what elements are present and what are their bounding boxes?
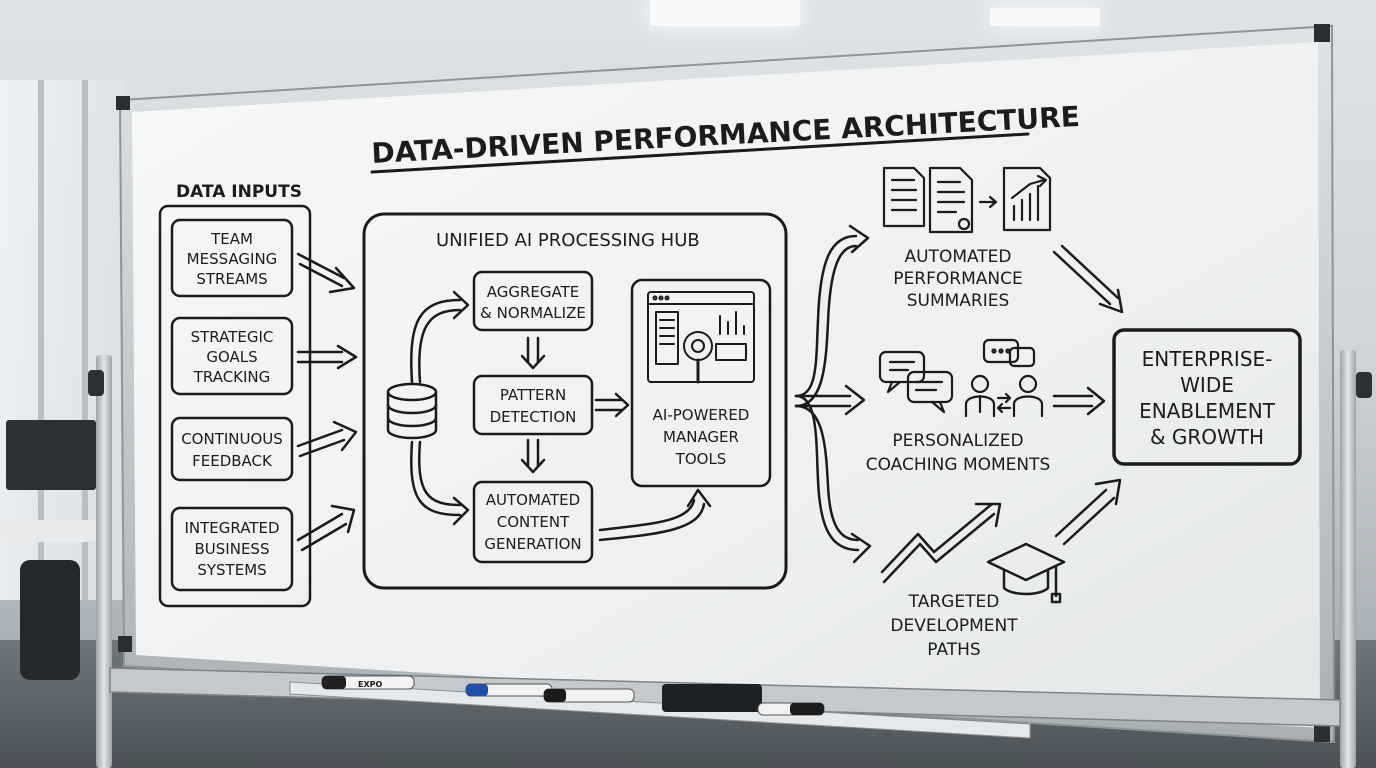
svg-text:PERFORMANCE: PERFORMANCE	[893, 269, 1022, 289]
svg-text:TEAM: TEAM	[210, 230, 253, 248]
arrow-content-to-tools	[598, 488, 712, 542]
svg-text:STRATEGIC: STRATEGIC	[191, 328, 274, 346]
frame-corner	[118, 636, 132, 652]
svg-text:AI-POWERED: AI-POWERED	[653, 406, 750, 424]
svg-text:COACHING MOMENTS: COACHING MOMENTS	[866, 455, 1051, 475]
svg-text:PATTERN: PATTERN	[500, 386, 566, 404]
svg-text:PATHS: PATHS	[927, 640, 980, 660]
svg-text:& NORMALIZE: & NORMALIZE	[480, 304, 586, 322]
stand-knob-right	[1356, 372, 1372, 398]
arrow-down	[520, 438, 546, 474]
hub-step-pattern: PATTERN DETECTION	[472, 374, 594, 436]
hub-ai-tools: AI-POWERED MANAGER TOOLS	[630, 278, 772, 488]
svg-text:& GROWTH: & GROWTH	[1150, 425, 1264, 449]
office-desk	[0, 520, 110, 542]
svg-text:ENABLEMENT: ENABLEMENT	[1139, 399, 1276, 423]
input-item-team-messaging: TEAM MESSAGING STREAMS	[170, 218, 294, 298]
arrow-coaching-to-result	[1052, 386, 1106, 416]
arrows-inputs-to-hub	[296, 252, 358, 552]
svg-text:SYSTEMS: SYSTEMS	[197, 561, 266, 579]
arrow-development-to-result	[1054, 478, 1122, 546]
stand-knob-left	[88, 370, 104, 396]
chat-people-icon	[878, 338, 1044, 418]
arrow-down	[520, 336, 546, 370]
svg-text:TRACKING: TRACKING	[193, 368, 271, 386]
frame-corner	[116, 96, 130, 110]
frame-corner	[1314, 24, 1330, 42]
arrows-database-to-steps	[410, 290, 470, 526]
svg-text:GENERATION: GENERATION	[484, 535, 581, 553]
input-item-continuous-feedback: CONTINUOUS FEEDBACK	[170, 416, 294, 482]
hub-panel	[362, 212, 788, 590]
marker-blue[interactable]	[465, 683, 553, 697]
input-item-integrated-systems: INTEGRATED BUSINESS SYSTEMS	[170, 506, 294, 592]
result-enterprise-growth: ENTERPRISE- WIDE ENABLEMENT & GROWTH	[1112, 328, 1302, 466]
marker[interactable]	[757, 702, 825, 716]
dashboard-icon	[647, 291, 755, 384]
marker-black[interactable]	[543, 688, 635, 703]
window-mullion	[82, 80, 88, 600]
ceiling-light	[990, 8, 1100, 26]
marker[interactable]: EXPO	[321, 675, 415, 690]
hub-step-aggregate: AGGREGATE & NORMALIZE	[472, 270, 594, 332]
board-eraser[interactable]	[662, 684, 762, 712]
svg-text:MANAGER: MANAGER	[663, 428, 739, 446]
svg-text:STREAMS: STREAMS	[196, 270, 267, 288]
svg-text:AGGREGATE: AGGREGATE	[487, 283, 580, 301]
arrow-summaries-to-result	[1052, 244, 1124, 314]
database-icon	[386, 382, 438, 440]
svg-text:GOALS: GOALS	[206, 348, 257, 366]
svg-text:PERSONALIZED: PERSONALIZED	[892, 431, 1023, 451]
arrows-hub-to-outputs	[794, 224, 872, 564]
svg-text:CONTINUOUS: CONTINUOUS	[181, 430, 283, 448]
hub-heading: UNIFIED AI PROCESSING HUB	[436, 230, 700, 251]
svg-text:CONTENT: CONTENT	[497, 513, 570, 531]
output-automated-summaries: AUTOMATED PERFORMANCE SUMMARIES	[882, 166, 1052, 311]
output-personalized-coaching: PERSONALIZED COACHING MOMENTS	[866, 338, 1051, 475]
inputs-heading: DATA INPUTS	[176, 182, 302, 202]
output-development-paths: TARGETED DEVELOPMENT PATHS	[880, 502, 1066, 660]
svg-text:INTEGRATED: INTEGRATED	[184, 519, 279, 537]
ceiling-light	[650, 0, 800, 26]
input-item-strategic-goals: STRATEGIC GOALS TRACKING	[170, 316, 294, 396]
title-underline	[370, 132, 1030, 174]
svg-text:TOOLS: TOOLS	[675, 450, 727, 468]
frame-corner	[1314, 724, 1330, 742]
hub-step-content-generation: AUTOMATED CONTENT GENERATION	[472, 480, 594, 564]
svg-text:FEEDBACK: FEEDBACK	[192, 452, 273, 470]
office-monitor	[6, 420, 96, 490]
stand-post-left	[96, 355, 112, 768]
growth-graduation-icon	[880, 502, 1066, 604]
svg-text:DEVELOPMENT: DEVELOPMENT	[890, 616, 1018, 636]
svg-text:WIDE: WIDE	[1180, 373, 1234, 397]
marker-label: EXPO	[358, 680, 382, 689]
arrow-pattern-to-tools	[594, 392, 630, 418]
office-chair	[20, 560, 80, 680]
svg-text:BUSINESS: BUSINESS	[195, 540, 270, 558]
svg-text:AUTOMATED: AUTOMATED	[904, 247, 1011, 267]
svg-text:DETECTION: DETECTION	[490, 408, 577, 426]
documents-chart-icon	[882, 166, 1052, 234]
svg-text:AUTOMATED: AUTOMATED	[486, 491, 580, 509]
svg-text:ENTERPRISE-: ENTERPRISE-	[1142, 347, 1273, 371]
window-mullion	[38, 80, 44, 600]
svg-text:SUMMARIES: SUMMARIES	[907, 291, 1010, 311]
stand-post-right	[1340, 350, 1356, 768]
svg-text:MESSAGING: MESSAGING	[187, 250, 278, 268]
svg-text:TARGETED: TARGETED	[908, 592, 1000, 612]
inputs-panel	[158, 204, 312, 608]
